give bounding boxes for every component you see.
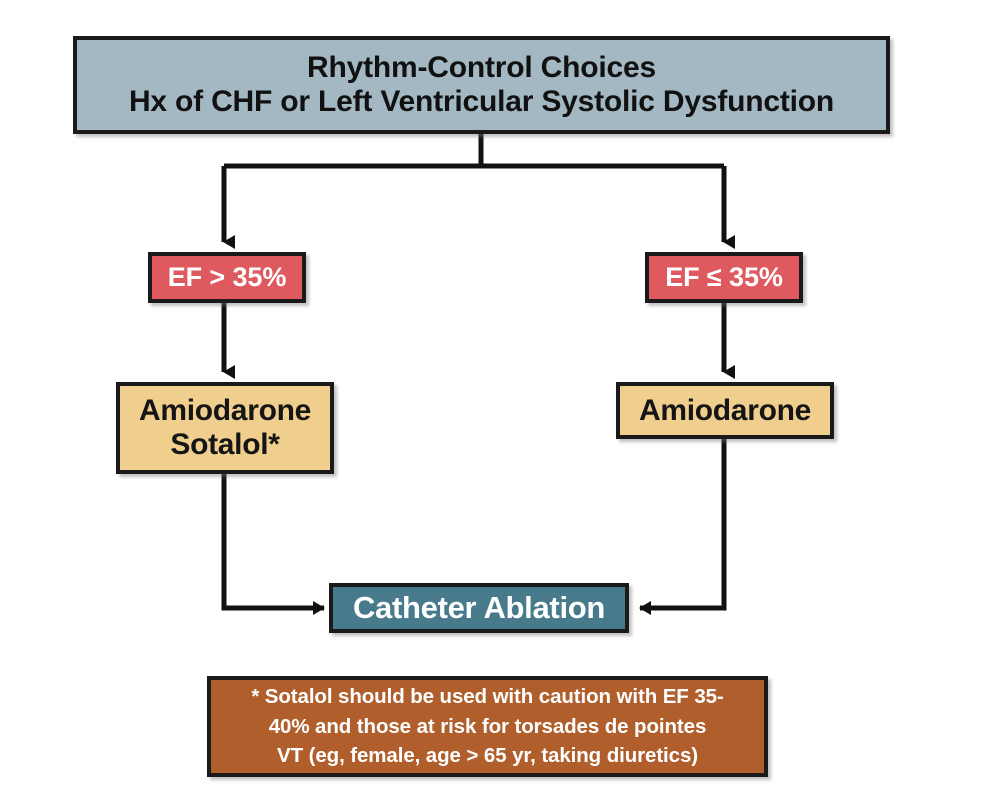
- header-line-2: Hx of CHF or Left Ventricular Systolic D…: [128, 85, 835, 118]
- treatment-left-line-2: Sotalol*: [170, 428, 280, 461]
- footnote-line-1: * Sotalol should be used with caution wi…: [251, 684, 724, 708]
- footnote-line-3: VT (eg, female, age > 65 yr, taking diur…: [277, 744, 698, 768]
- treatment-node-amiodarone-sotalol[interactable]: Amiodarone Sotalol*: [116, 382, 334, 474]
- connector-left-treatment-to-ablation: [221, 474, 325, 615]
- footnote-node: * Sotalol should be used with caution wi…: [207, 676, 768, 777]
- treatment-left-line-1: Amiodarone: [138, 394, 312, 428]
- treatment-right-line-1: Amiodarone: [638, 393, 812, 427]
- treatment-text-left: Amiodarone Sotalol*: [120, 394, 330, 461]
- treatment-node-amiodarone[interactable]: Amiodarone: [616, 382, 834, 439]
- outcome-label: Catheter Ablation: [352, 589, 606, 625]
- footnote-line-2: 40% and those at risk for torsades de po…: [268, 714, 707, 738]
- decision-node-ef-le-35[interactable]: EF ≤ 35%: [645, 252, 803, 303]
- decision-label-ef-gt-35: EF > 35%: [167, 262, 287, 293]
- decision-label-ef-le-35: EF ≤ 35%: [665, 262, 783, 293]
- connector-right-treatment-to-ablation: [639, 439, 727, 615]
- header-text: Rhythm-Control Choices Hx of CHF or Left…: [77, 51, 886, 118]
- footnote-text: * Sotalol should be used with caution wi…: [225, 682, 750, 771]
- outcome-node-catheter-ablation[interactable]: Catheter Ablation: [329, 583, 629, 633]
- header-line-1: Rhythm-Control Choices: [307, 51, 656, 85]
- decision-node-ef-gt-35[interactable]: EF > 35%: [148, 252, 306, 303]
- header-node: Rhythm-Control Choices Hx of CHF or Left…: [73, 36, 890, 134]
